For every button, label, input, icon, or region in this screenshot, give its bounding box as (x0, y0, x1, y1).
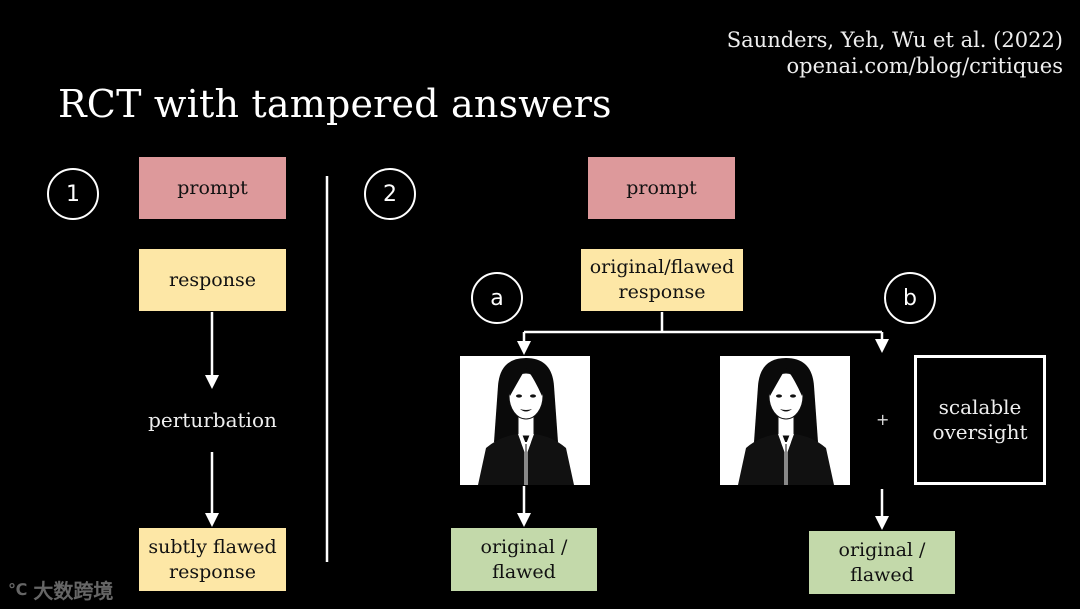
left-prompt-box: prompt (139, 157, 286, 219)
step-1-marker: 1 (47, 168, 99, 220)
result-a-line1: original / (480, 535, 568, 558)
slide-title: RCT with tampered answers (58, 82, 612, 126)
citation: Saunders, Yeh, Wu et al. (2022) openai.c… (727, 27, 1063, 79)
person-icon (460, 356, 590, 485)
left-result-box: subtly flawed response (139, 528, 286, 591)
oversight-line1: scalable (938, 395, 1022, 419)
result-b-line1: original / (838, 538, 926, 561)
human-evaluator-b-image (720, 356, 850, 485)
step-2-marker: 2 (364, 168, 416, 220)
right-response-box: original/flawed response (581, 249, 743, 311)
branch-b-marker: b (884, 272, 936, 324)
result-a-box: original / flawed (451, 528, 597, 591)
citation-authors: Saunders, Yeh, Wu et al. (2022) (726, 28, 1063, 52)
left-response-box: response (139, 249, 286, 311)
left-prompt-label: prompt (177, 176, 248, 199)
result-a-line2: flawed (492, 560, 556, 583)
watermark-text: 大数跨境 (33, 579, 114, 603)
left-result-line1: subtly flawed (148, 535, 277, 558)
plus-sign: + (876, 410, 890, 429)
right-response-line1: original/flawed (589, 256, 735, 278)
watermark: ℃ 大数跨境 (8, 575, 113, 604)
oversight-line2: oversight (932, 420, 1028, 444)
watermark-logo-icon: ℃ (8, 580, 28, 599)
human-evaluator-a-image (460, 356, 590, 485)
branch-a-marker: a (471, 272, 523, 324)
result-b-line2: flawed (850, 563, 914, 586)
left-result-line2: response (169, 560, 256, 583)
right-response-line2: response (618, 281, 706, 303)
perturbation-label: perturbation (148, 408, 277, 432)
result-b-box: original / flawed (809, 531, 955, 594)
citation-url: openai.com/blog/critiques (786, 54, 1063, 78)
right-prompt-label: prompt (626, 176, 697, 199)
person-icon (720, 356, 850, 485)
right-prompt-box: prompt (588, 157, 735, 219)
scalable-oversight-box: scalable oversight (914, 355, 1046, 485)
left-response-label: response (169, 268, 256, 291)
